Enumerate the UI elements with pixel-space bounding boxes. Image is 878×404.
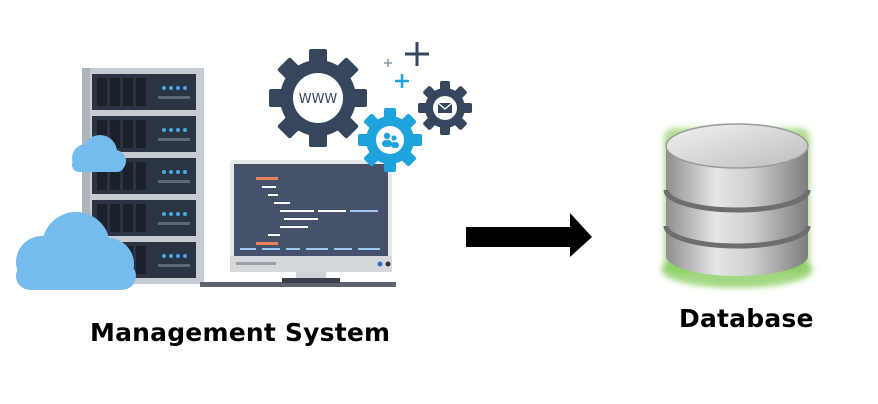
gear-icon: WWW xyxy=(269,49,367,147)
floor-line xyxy=(200,282,396,287)
plus-icon xyxy=(395,74,409,88)
arrow-right-icon xyxy=(466,213,592,257)
mail-icon xyxy=(418,81,472,135)
management-system-label: Management System xyxy=(90,318,391,347)
database-icon xyxy=(661,123,813,288)
server-rack-icon xyxy=(82,68,204,284)
database-label: Database xyxy=(679,304,814,333)
plus-icon xyxy=(384,59,392,67)
cloud-icon xyxy=(16,212,136,290)
code-lines xyxy=(240,177,380,250)
users-icon xyxy=(358,108,422,172)
monitor-icon xyxy=(230,160,392,283)
plus-icon xyxy=(405,42,429,66)
gear-www-text: WWW xyxy=(299,92,338,107)
cloud-icon xyxy=(72,135,126,172)
